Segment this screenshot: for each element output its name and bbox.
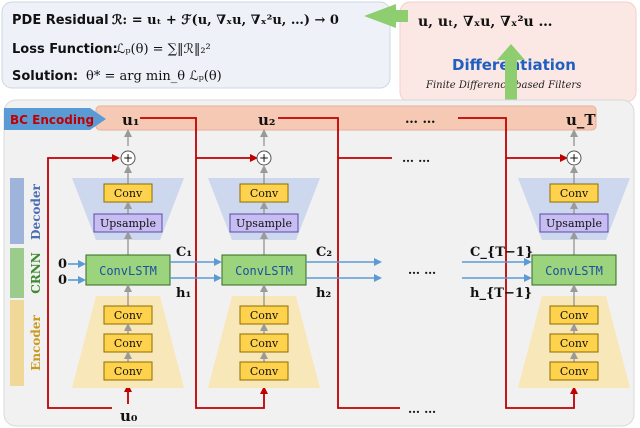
add-symbol: +	[123, 151, 133, 165]
crnn-side-bar	[10, 248, 24, 298]
conv-label: Conv	[114, 337, 143, 350]
pde-residual-label: PDE Residual	[12, 13, 109, 28]
loss-function-equation: ℒₚ(θ) = ∑‖ℛ‖₂²	[116, 42, 211, 57]
state-dots: … …	[408, 263, 436, 277]
encoder-side-label: Encoder	[29, 315, 43, 371]
output-u2: u₂	[258, 111, 275, 129]
conv-label: Conv	[560, 337, 589, 350]
differentiation-terms: u, uₜ, ∇ₓu, ∇ₓ²u …	[418, 14, 553, 30]
hidden-state-h1: h₁	[176, 286, 191, 301]
skip-dots: … …	[402, 151, 430, 165]
crnn-side-label: CRNN	[29, 252, 43, 293]
add-symbol: +	[259, 151, 269, 165]
convlstm-label: ConvLSTM	[99, 264, 157, 278]
convlstm-block	[531, 254, 617, 286]
unit-column-1: + Conv Upsample ConvLSTM Conv Conv Conv	[72, 129, 184, 388]
convlstm-block	[85, 254, 171, 286]
conv-label: Conv	[560, 187, 589, 200]
conv-label: Conv	[250, 337, 279, 350]
upsample-label: Upsample	[236, 217, 292, 230]
encoder-conv-3	[549, 361, 599, 381]
conv-label: Conv	[560, 309, 589, 322]
bc-encoding-label: BC Encoding	[10, 113, 94, 127]
pde-panel	[1, 1, 391, 89]
input-dots: … …	[408, 402, 436, 416]
feedback-u1	[140, 117, 268, 409]
decoder-side-bar	[10, 178, 24, 244]
green-arrow-left-icon	[364, 4, 408, 28]
hidden-state-h2: h₂	[316, 286, 331, 301]
cell-state-c1: C₁	[176, 245, 192, 260]
conv-label: Conv	[114, 309, 143, 322]
input-u0: u₀	[120, 407, 138, 425]
upsample-label: Upsample	[546, 217, 602, 230]
initial-c-zero: 0	[58, 257, 67, 272]
bc-encoding-badge	[4, 108, 106, 130]
feedback-ut1	[458, 117, 578, 409]
initial-h-zero: 0	[58, 273, 67, 288]
upsample-label: Upsample	[100, 217, 156, 230]
unit-column-t: + Conv Upsample ConvLSTM Conv Conv Conv	[518, 129, 630, 388]
green-arrow-up-icon	[497, 44, 525, 104]
conv-label: Conv	[560, 365, 589, 378]
cell-state-c2: C₂	[316, 245, 332, 260]
loss-function-label: Loss Function:	[12, 42, 118, 57]
output-ut: u_T	[566, 111, 596, 129]
unit-column-2: + Conv Upsample ConvLSTM Conv Conv Conv	[208, 129, 320, 388]
decoder-side-label: Decoder	[29, 183, 43, 239]
convlstm-label: ConvLSTM	[235, 264, 293, 278]
conv-label: Conv	[114, 365, 143, 378]
solution-equation: θ* = arg min_θ ℒₚ(θ)	[86, 69, 222, 84]
encoder-conv-3	[239, 361, 289, 381]
skip-connection-1	[47, 154, 120, 409]
add-symbol: +	[569, 151, 579, 165]
convlstm-block	[221, 254, 307, 286]
differentiation-subtitle: Finite Difference-based Filters	[425, 80, 581, 91]
output-u1: u₁	[122, 111, 139, 129]
output-dots: … …	[405, 112, 436, 127]
pde-residual-equation: ℛ: = uₜ + ℱ(u, ∇ₓu, ∇ₓ²u, …) → 0	[112, 13, 339, 28]
conv-label: Conv	[250, 187, 279, 200]
conv-label: Conv	[114, 187, 143, 200]
encoder-side-bar	[10, 300, 24, 386]
hidden-state-ht1: h_{T−1}	[470, 286, 532, 301]
conv-label: Conv	[250, 365, 279, 378]
convlstm-label: ConvLSTM	[545, 264, 603, 278]
encoder-conv-3	[103, 361, 153, 381]
conv-label: Conv	[250, 309, 279, 322]
solution-label: Solution:	[12, 69, 78, 84]
cell-state-ct1: C_{T−1}	[470, 245, 533, 260]
feedback-u2	[278, 117, 400, 409]
